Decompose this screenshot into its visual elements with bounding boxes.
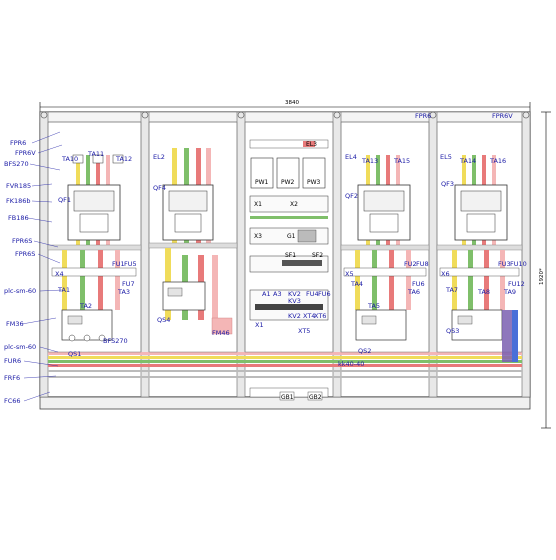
label-x6: X6: [441, 270, 450, 278]
label-sf1: SF1: [285, 252, 296, 259]
label-kv3: KV3: [288, 297, 301, 305]
label-fu6: FU6: [412, 280, 425, 288]
callout-fm36: FM36: [6, 320, 24, 328]
callout-fb186: FB186: [8, 214, 29, 222]
label-fu4: FU4: [306, 290, 319, 298]
height-value: 1920*: [539, 268, 545, 285]
label-qf3: QF3: [441, 180, 454, 188]
callout-fpr6s-2: FPR6S: [15, 250, 35, 258]
height-dimension: 1920*: [539, 111, 551, 429]
label-g1: G1: [287, 233, 296, 240]
label-fu6-ctrl: FU6: [318, 290, 331, 298]
label-fu8: FU8: [416, 260, 429, 268]
label-el5: EL5: [440, 153, 452, 161]
label-ta7: TA7: [445, 286, 458, 294]
panel-2: EL2 QF4 QS4 FM46 BFS270: [103, 121, 238, 353]
label-x1: X1: [254, 201, 262, 208]
callout-plc-sm-60-1: plc-sm-60: [4, 287, 36, 295]
label-ta12: TA12: [115, 155, 132, 163]
callout-fur6: FUR6: [4, 357, 21, 365]
label-ta15: TA15: [393, 157, 410, 165]
callout-fk186b: FK186b: [6, 197, 31, 205]
label-qs2: QS2: [358, 347, 371, 355]
panel-4: EL4 TA13 TA15 QF2 X5 FU2 FU8 TA6 FU6 TA4…: [340, 121, 430, 355]
label-el4: EL4: [345, 153, 357, 161]
left-callouts: FPR6 FPR6V BFS270 FVR185 FK186b FB186 FP…: [4, 131, 63, 405]
main-busbars: [48, 352, 522, 378]
callout-fvr185: FVR185: [6, 182, 31, 190]
label-x5: X5: [345, 270, 354, 278]
label-x3: X3: [254, 233, 262, 240]
label-fu2: FU2: [404, 260, 417, 268]
callout-frf6: FRF6: [4, 374, 20, 382]
label-qf4: QF4: [153, 184, 166, 192]
label-ta2: TA2: [79, 302, 92, 310]
label-el3: EL3: [306, 141, 317, 148]
top-label-fpr6v: FPR6V: [492, 112, 513, 120]
label-x1-lower: X1: [255, 321, 264, 329]
callout-fc66: FC66: [4, 397, 21, 405]
label-sf2: SF2: [312, 252, 323, 259]
label-fu3: FU3: [498, 260, 511, 268]
label-ta1: TA1: [57, 286, 70, 294]
label-a3: A3: [273, 290, 282, 298]
label-a1: A1: [262, 290, 271, 298]
top-rail: [39, 111, 531, 123]
lifting-eyes: [40, 111, 530, 119]
label-fm46: FM46: [212, 329, 230, 337]
callout-plc-sm-60-2: plc-sm-60: [4, 343, 36, 351]
callout-fpr6: FPR6: [10, 139, 26, 147]
label-fu1: FU1: [112, 260, 125, 268]
label-ta5: TA5: [367, 302, 380, 310]
width-value: 3840: [285, 100, 299, 106]
callout-fpr6v: FPR6V: [15, 149, 36, 157]
label-qs3: QS3: [446, 327, 459, 335]
label-ta16: TA16: [489, 157, 506, 165]
label-ta13: TA13: [361, 157, 378, 165]
label-ta10: TA10: [61, 155, 78, 163]
label-pw1: PW1: [255, 179, 269, 186]
label-fu7: FU7: [122, 280, 135, 288]
label-el2: EL2: [153, 153, 165, 161]
label-kv2: KV2: [288, 290, 301, 298]
label-qf2: QF2: [345, 192, 358, 200]
label-ta3: TA3: [117, 288, 130, 296]
label-gb2: GB2: [309, 394, 322, 401]
label-x4: X4: [55, 270, 64, 278]
callout-fpr6s-1: FPR6S: [12, 237, 32, 245]
label-ta6: TA6: [407, 288, 420, 296]
label-ta4: TA4: [350, 280, 363, 288]
panel-1: TA10 TA11 TA12 QF1 X4 TA1 FU1 FU5 FU7 TA…: [47, 121, 142, 358]
label-ta11: TA11: [87, 150, 104, 158]
top-label-fpr6: FPR6: [415, 112, 431, 120]
callout-bfs270: BFS270: [4, 160, 29, 168]
label-ta14: TA14: [459, 157, 476, 165]
label-xt4: XT4: [303, 312, 315, 320]
panel-3: EL3 PW1 PW2 PW3 X1 X2 X3 G1 SF1 SF2 A1 A…: [244, 121, 364, 398]
label-qf1: QF1: [58, 196, 71, 204]
label-kv2-lower: KV2: [288, 312, 301, 320]
label-fu10: FU10: [510, 260, 527, 268]
label-qs4: QS4: [157, 316, 170, 324]
label-xt5: XT5: [298, 327, 310, 335]
label-fu5: FU5: [124, 260, 137, 268]
label-x2: X2: [290, 201, 298, 208]
label-gb1: GB1: [281, 394, 294, 401]
label-bfs270: BFS270: [103, 337, 128, 345]
label-xt6: XT6: [314, 312, 326, 320]
label-kk40: kk40-40: [338, 360, 364, 368]
panel-5: EL5 TA14 TA16 QF3 X6 FU3 FU10 TA7 TA8 TA…: [436, 121, 527, 362]
label-fu12: FU12: [508, 280, 525, 288]
width-dimension: 3840: [39, 100, 531, 112]
label-ta8: TA8: [477, 288, 490, 296]
label-pw3: PW3: [307, 179, 321, 186]
label-pw2: PW2: [281, 179, 295, 186]
label-qs1: QS1: [68, 350, 81, 358]
label-ta9: TA9: [503, 288, 516, 296]
